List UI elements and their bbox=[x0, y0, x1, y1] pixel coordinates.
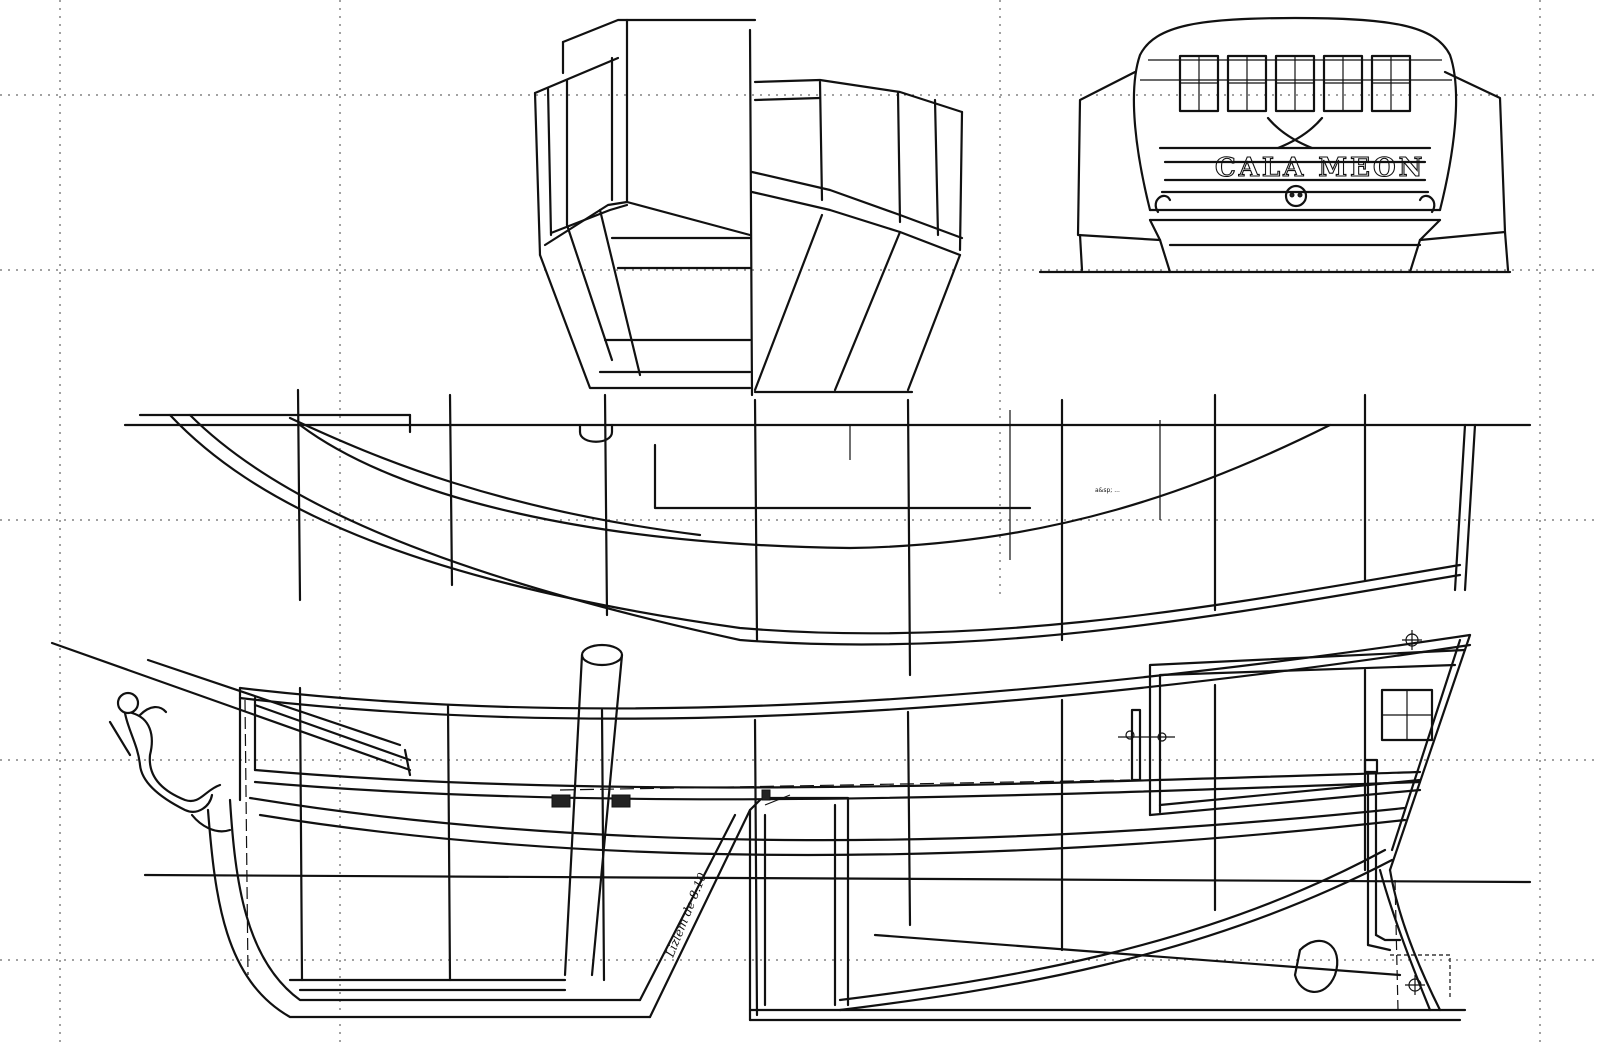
hawse-hole bbox=[1293, 939, 1339, 993]
mermaid-figurehead bbox=[108, 691, 232, 833]
deck-small-note: a&sp; ... bbox=[1095, 487, 1120, 494]
bow-section-view bbox=[533, 18, 964, 397]
deck-plan-view: a&sp; ... bbox=[123, 388, 1532, 677]
crossed-sabres-emblem bbox=[1266, 116, 1324, 150]
rudder-stock bbox=[1363, 758, 1402, 952]
rudder-fitting bbox=[1118, 708, 1175, 782]
mast bbox=[551, 643, 631, 977]
stern-name-text: CALA MEON bbox=[1215, 153, 1425, 183]
stern-windows bbox=[1178, 54, 1412, 113]
scroll-ornament-left bbox=[1154, 194, 1172, 214]
handwritten-signature: Lizlem de 8.10 bbox=[662, 870, 709, 960]
scroll-ornament-right bbox=[1418, 194, 1436, 214]
stern-transom-view: CALA MEON bbox=[1038, 16, 1512, 274]
side-profile-view: Lizlem de 8.10 bbox=[50, 630, 1532, 1022]
skull-emblem bbox=[1284, 184, 1308, 208]
